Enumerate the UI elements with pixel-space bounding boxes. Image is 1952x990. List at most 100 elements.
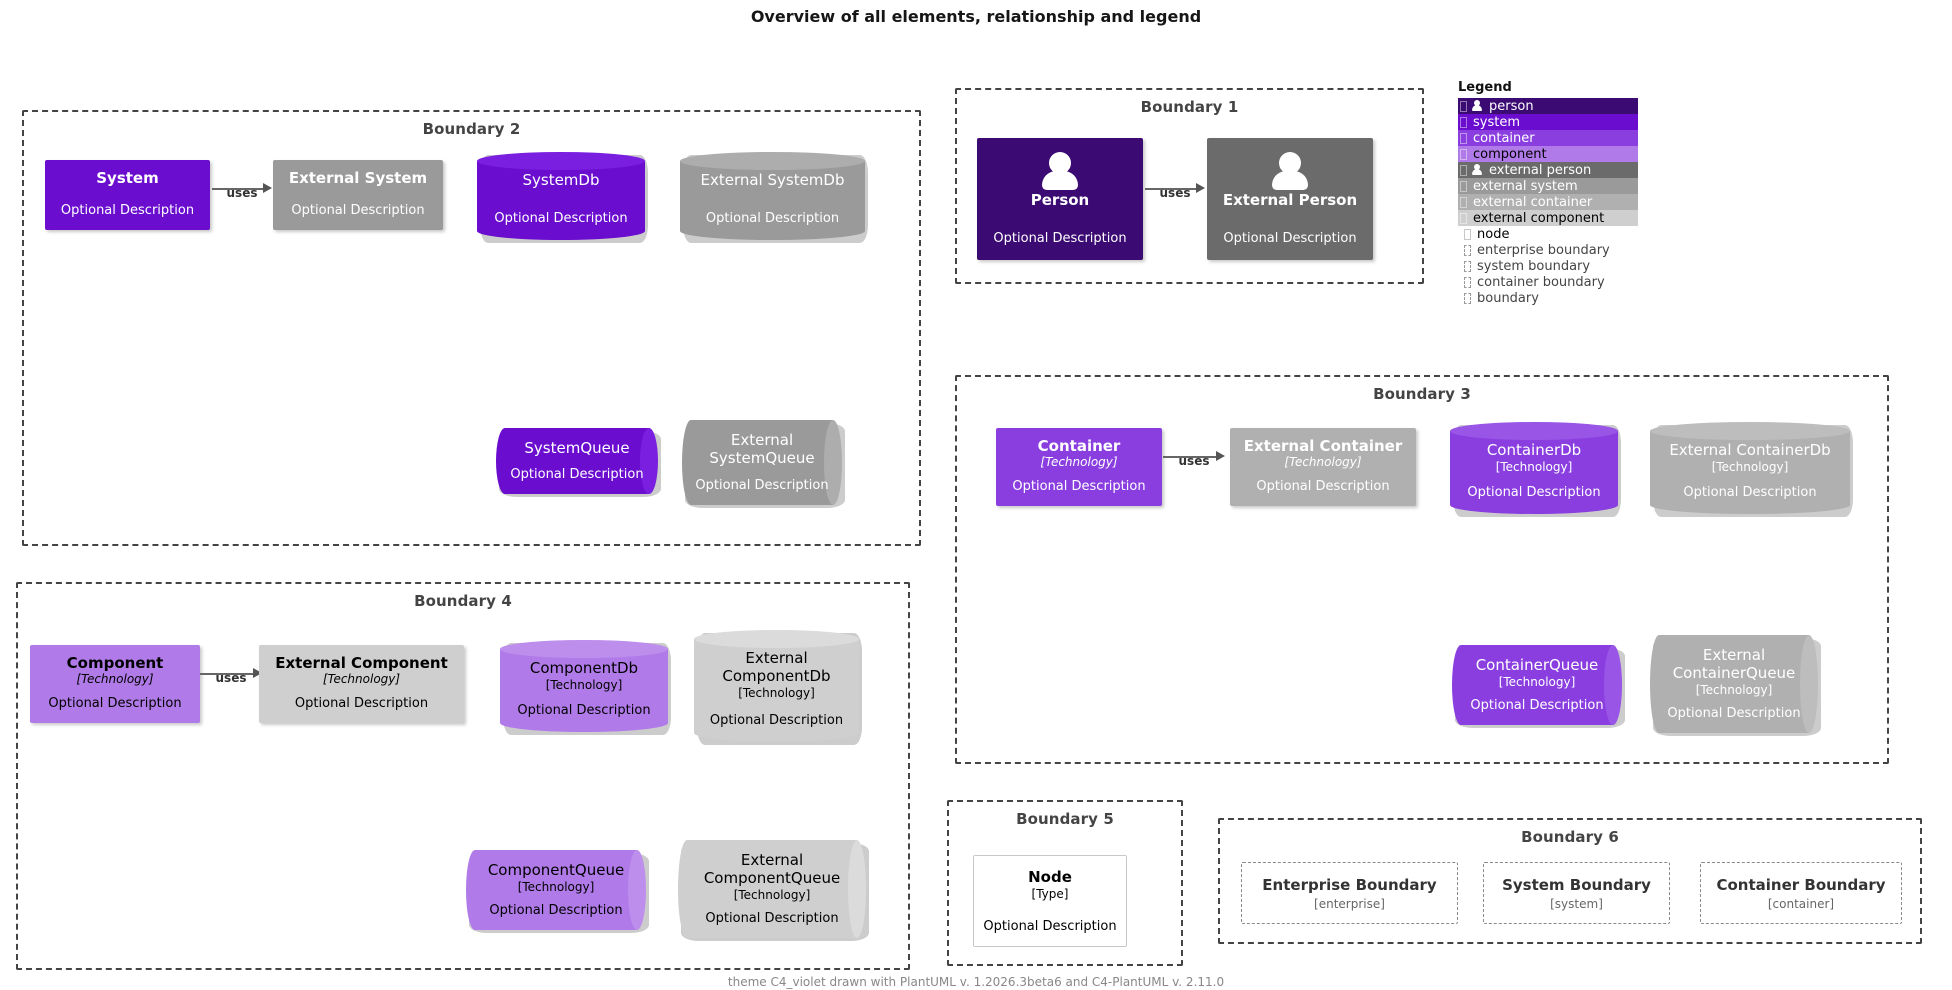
legend-item-container-boundary[interactable]: container boundary <box>1458 274 1638 290</box>
subboundary-system[interactable]: System Boundary [system] <box>1483 862 1670 924</box>
boundary-2: Boundary 2 <box>22 110 921 546</box>
element-external-container-name: External Container <box>1243 437 1403 455</box>
element-external-container-queue[interactable]: External ContainerQueue [Technology] Opt… <box>1650 635 1821 736</box>
relationship-line <box>1163 456 1217 458</box>
legend-item-node[interactable]: node <box>1458 226 1638 242</box>
subboundary-enterprise-name: Enterprise Boundary <box>1262 875 1437 894</box>
element-external-container-tech: [Technology] <box>1284 454 1362 469</box>
relationship-line <box>212 188 264 190</box>
element-component-name: Component <box>66 654 164 672</box>
legend-item-external-system[interactable]: external system <box>1458 178 1638 194</box>
legend-item-container[interactable]: container <box>1458 130 1638 146</box>
legend-item-label: component <box>1473 146 1547 162</box>
db-bottom-ellipse <box>1650 496 1850 514</box>
boundary-6-title: Boundary 6 <box>1521 828 1619 846</box>
element-person-desc: Optional Description <box>993 231 1127 247</box>
element-container-queue-name: ContainerQueue <box>1475 656 1599 674</box>
legend-item-label: boundary <box>1477 290 1539 306</box>
element-external-container[interactable]: External Container [Technology] Optional… <box>1230 428 1416 506</box>
legend-swatch <box>1460 132 1467 144</box>
db-bottom-ellipse <box>680 222 865 240</box>
element-component[interactable]: Component [Technology] Optional Descript… <box>30 645 200 723</box>
boundary-5-title: Boundary 5 <box>1016 810 1114 828</box>
element-node[interactable]: Node [Type] Optional Description <box>973 855 1127 947</box>
queue-body <box>1659 635 1809 733</box>
person-body <box>1272 171 1308 190</box>
legend-item-external-person[interactable]: external person <box>1458 162 1638 178</box>
boundary-icon <box>1464 276 1471 288</box>
legend-item-external-component[interactable]: external component <box>1458 210 1638 226</box>
legend-item-external-container[interactable]: external container <box>1458 194 1638 210</box>
subboundary-system-name: System Boundary <box>1502 875 1651 894</box>
legend-item-label: system boundary <box>1477 258 1591 274</box>
element-system-queue[interactable]: SystemQueue Optional Description <box>496 428 661 497</box>
element-external-system-queue-desc: Optional Description <box>695 478 829 493</box>
legend-item-label: person <box>1489 98 1534 114</box>
queue-left-ellipse <box>682 420 700 505</box>
arrow-head-icon <box>1216 451 1225 461</box>
relationship-system-uses: uses <box>212 170 272 206</box>
boundary-icon <box>1464 260 1471 272</box>
legend-swatch <box>1460 180 1467 192</box>
element-external-system-queue-name: External SystemQueue <box>709 431 815 467</box>
element-external-component-queue[interactable]: External ComponentQueue [Technology] Opt… <box>678 840 869 941</box>
element-container-name: Container <box>1037 437 1121 455</box>
element-system[interactable]: System Optional Description <box>45 160 210 230</box>
queue-body <box>505 428 649 494</box>
queue-left-ellipse <box>466 850 484 930</box>
legend-item-label: container boundary <box>1477 274 1605 290</box>
legend-item-boundary[interactable]: boundary <box>1458 290 1638 306</box>
element-external-component-queue-name: External ComponentQueue <box>703 851 841 887</box>
element-component-db[interactable]: ComponentDb [Technology] Optional Descri… <box>500 640 671 735</box>
element-external-container-queue-tech: [Technology] <box>1695 683 1773 697</box>
queue-left-ellipse <box>1452 645 1470 725</box>
db-top-ellipse <box>694 630 859 648</box>
arrow-head-icon <box>253 668 262 678</box>
element-external-component-db[interactable]: External ComponentDb [Technology] Option… <box>694 630 862 745</box>
legend-item-component[interactable]: component <box>1458 146 1638 162</box>
legend-item-person[interactable]: person <box>1458 98 1638 114</box>
element-external-container-queue-name: External ContainerQueue <box>1672 646 1796 682</box>
element-container[interactable]: Container [Technology] Optional Descript… <box>996 428 1162 506</box>
element-system-queue-name: SystemQueue <box>524 439 630 457</box>
legend-item-system[interactable]: system <box>1458 114 1638 130</box>
subboundary-container-type: [container] <box>1767 896 1835 911</box>
db-body <box>500 649 668 723</box>
arrow-head-icon <box>1196 183 1205 193</box>
element-component-queue[interactable]: ComponentQueue [Technology] Optional Des… <box>466 850 649 933</box>
element-external-component-name: External Component <box>275 654 448 672</box>
element-external-system-queue[interactable]: External SystemQueue Optional Descriptio… <box>682 420 845 508</box>
subboundary-enterprise[interactable]: Enterprise Boundary [enterprise] <box>1241 862 1458 924</box>
boundary-1: Boundary 1 <box>955 88 1424 284</box>
legend-item-system-boundary[interactable]: system boundary <box>1458 258 1638 274</box>
element-external-component-queue-desc: Optional Description <box>705 911 839 926</box>
queue-body <box>475 850 637 930</box>
relationship-line <box>1145 188 1197 190</box>
element-external-person-name: External Person <box>1222 191 1358 209</box>
element-person[interactable]: Person Optional Description <box>977 138 1143 260</box>
db-bottom-ellipse <box>1450 496 1618 514</box>
legend-item-label: enterprise boundary <box>1477 242 1610 258</box>
db-top-ellipse <box>1650 422 1850 440</box>
element-external-component-db-name: External ComponentDb <box>722 649 831 685</box>
element-external-system-db[interactable]: External SystemDb Optional Description <box>680 152 868 243</box>
relationship-label: uses <box>215 671 247 685</box>
subboundary-enterprise-type: [enterprise] <box>1314 896 1385 911</box>
element-external-container-db[interactable]: External ContainerDb [Technology] Option… <box>1650 422 1853 517</box>
element-external-person[interactable]: External Person Optional Description <box>1207 138 1373 260</box>
db-body <box>477 161 645 231</box>
element-container-queue[interactable]: ContainerQueue [Technology] Optional Des… <box>1452 645 1625 728</box>
legend-item-enterprise-boundary[interactable]: enterprise boundary <box>1458 242 1638 258</box>
page-title: Overview of all elements, relationship a… <box>750 7 1202 26</box>
element-external-system[interactable]: External System Optional Description <box>273 160 443 230</box>
legend-item-label: external container <box>1473 194 1593 210</box>
element-external-component-desc: Optional Description <box>294 696 429 712</box>
subboundary-container[interactable]: Container Boundary [container] <box>1700 862 1902 924</box>
db-body <box>694 639 859 733</box>
element-component-tech: [Technology] <box>76 671 154 686</box>
element-system-db[interactable]: SystemDb Optional Description <box>477 152 648 243</box>
element-component-queue-name: ComponentQueue <box>487 861 625 879</box>
element-container-db[interactable]: ContainerDb [Technology] Optional Descri… <box>1450 422 1621 517</box>
element-component-db-name: ComponentDb <box>529 659 639 677</box>
element-external-component[interactable]: External Component [Technology] Optional… <box>259 645 464 723</box>
